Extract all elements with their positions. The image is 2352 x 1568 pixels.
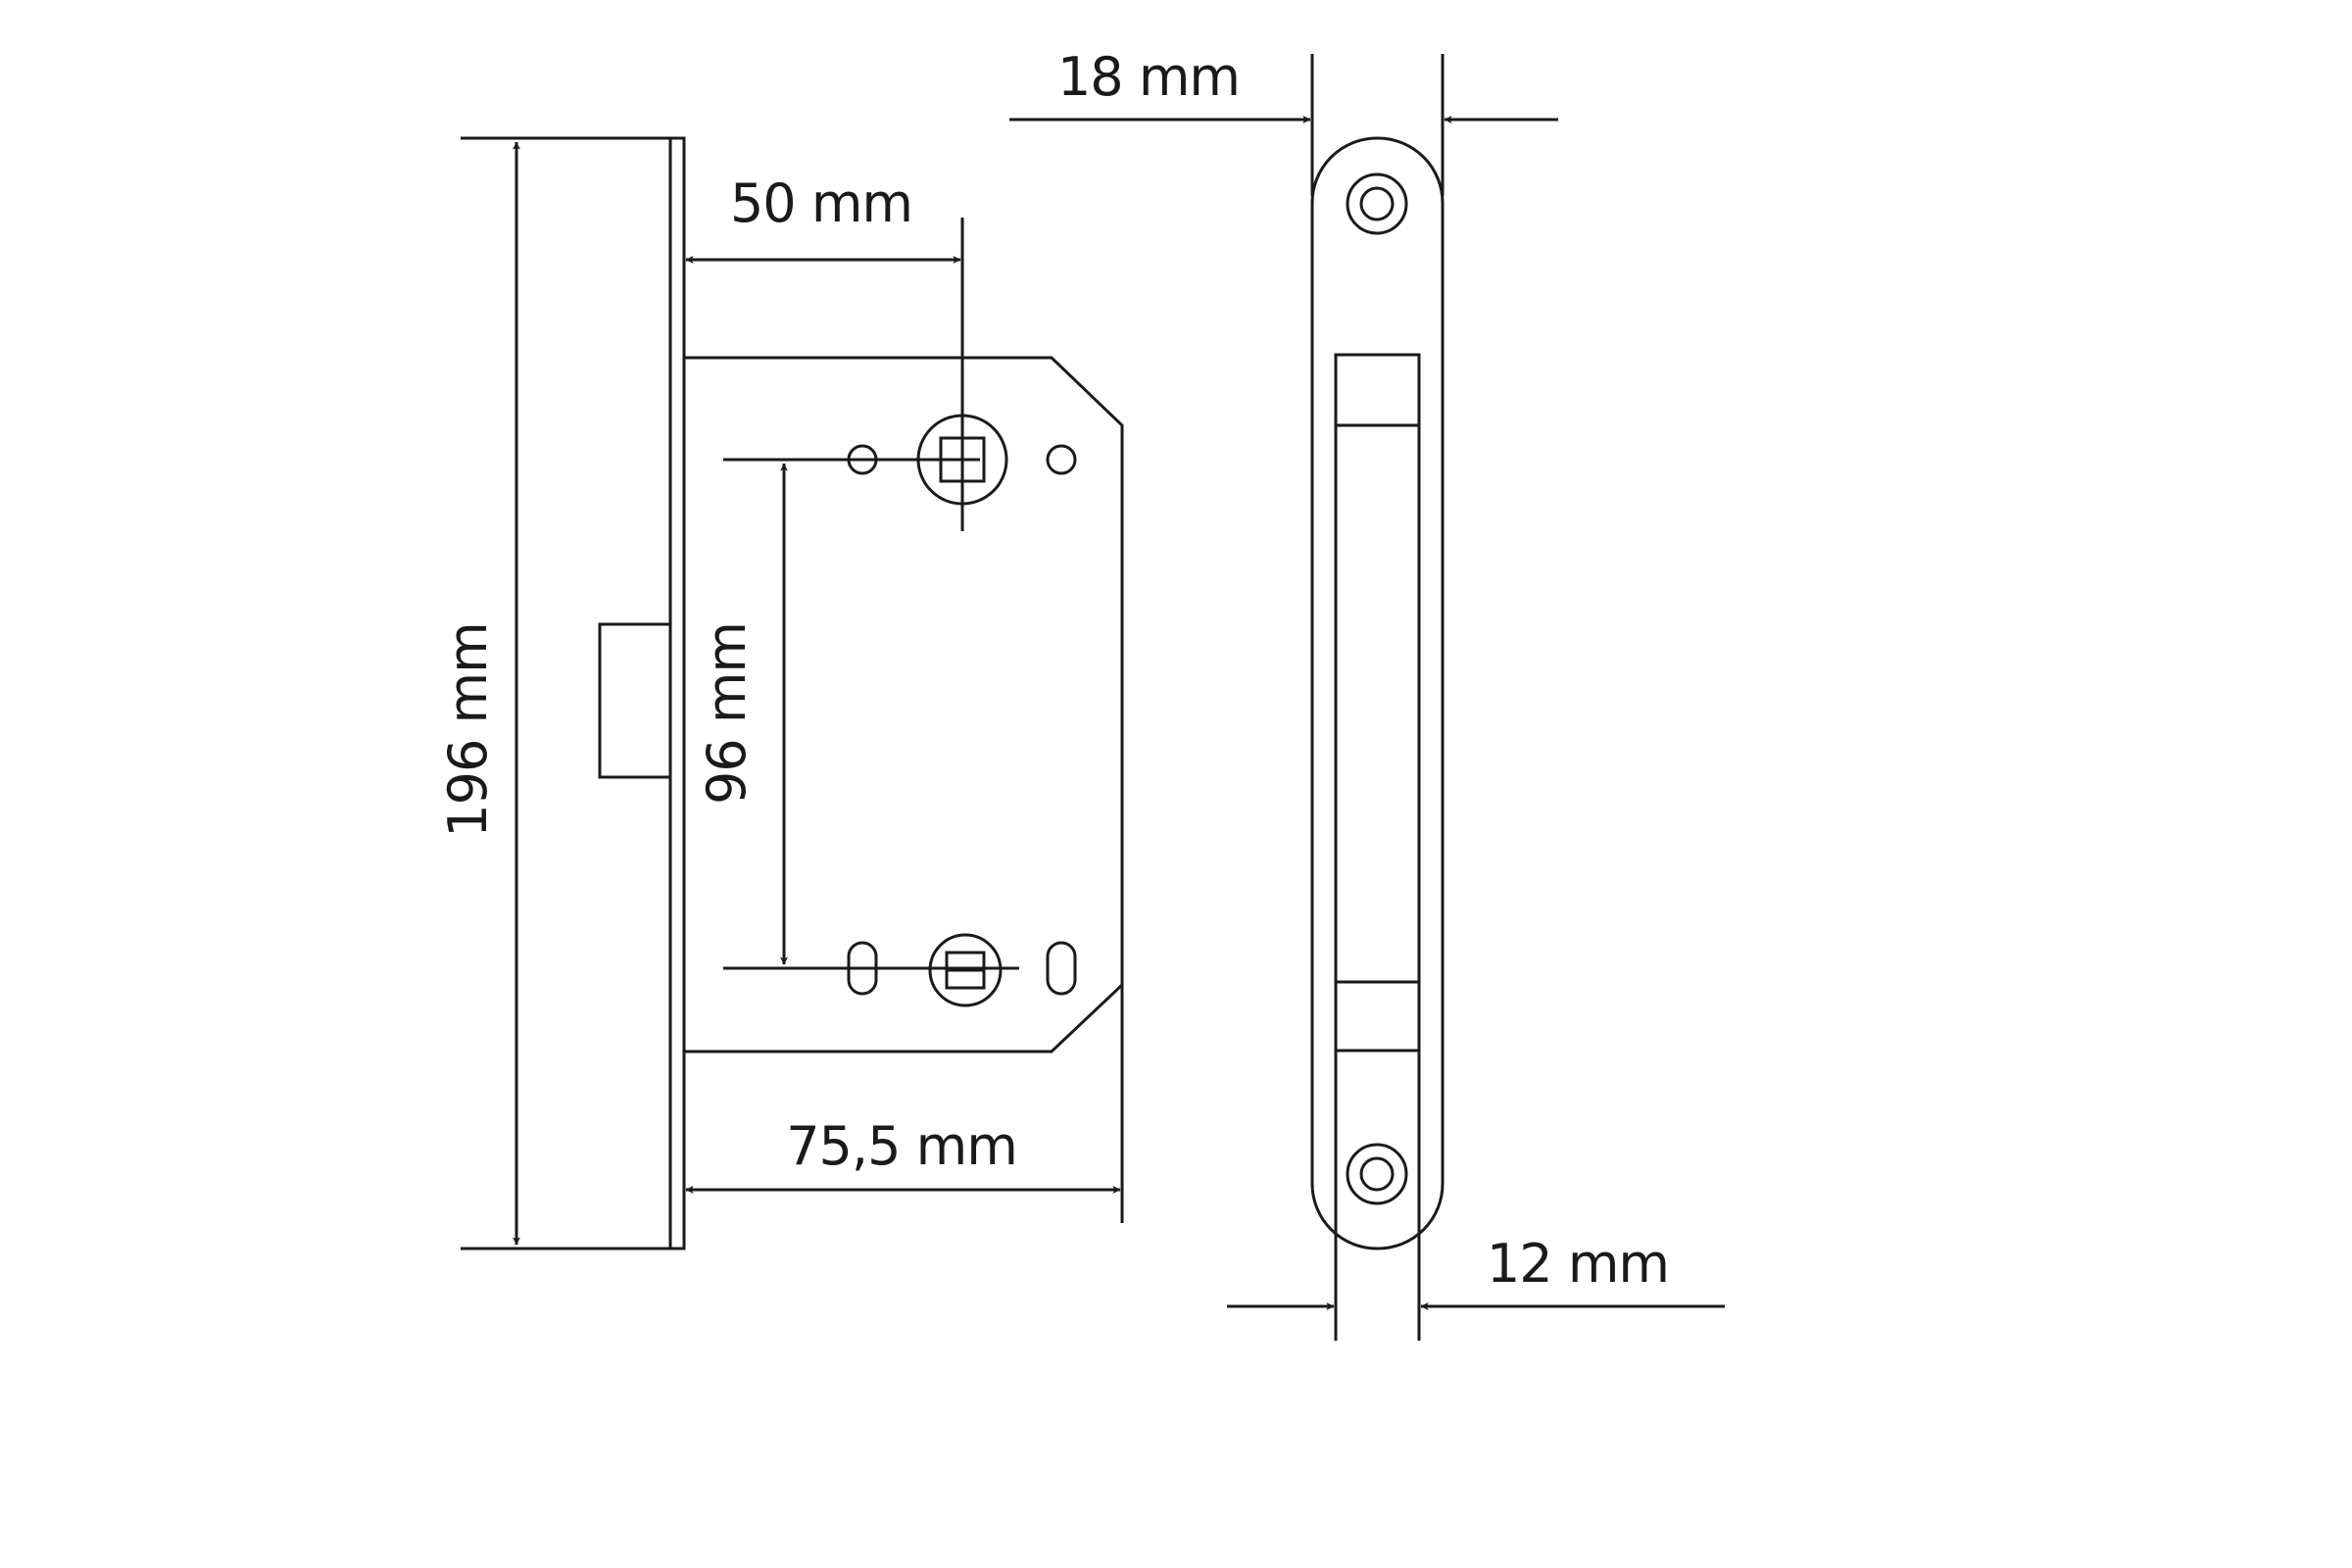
label-center-distance: 96 mm xyxy=(696,622,758,805)
lock-side-view xyxy=(598,136,1124,1250)
latch-bolt xyxy=(598,622,672,779)
faceplate-screw-bottom xyxy=(1346,1143,1408,1205)
label-faceplate-width: 18 mm xyxy=(1057,46,1240,108)
lock-case xyxy=(684,356,1124,1054)
screw-hole-upper-right xyxy=(1046,444,1077,475)
label-case-thickness: 12 mm xyxy=(1487,1233,1669,1295)
dimension-faceplate-width: 18 mm xyxy=(1009,46,1558,123)
dimension-backset: 50 mm xyxy=(685,172,964,531)
dimension-case-thickness: 12 mm xyxy=(1227,1233,1725,1310)
latch-opening xyxy=(1334,353,1421,1053)
label-height: 196 mm xyxy=(437,622,499,837)
slot-lower-right xyxy=(1046,941,1077,996)
faceplate-outline xyxy=(1310,136,1445,1250)
dimension-height: 196 mm xyxy=(437,136,670,1250)
faceplate-front-view xyxy=(1310,54,1445,1341)
dimension-center-distance: 96 mm xyxy=(696,458,1019,970)
turn-hub-lower xyxy=(928,933,1003,1007)
faceplate-front xyxy=(668,136,686,1250)
faceplate-screw-top xyxy=(1346,172,1408,235)
label-case-width: 75,5 mm xyxy=(786,1115,1017,1177)
dimension-case-width: 75,5 mm xyxy=(685,985,1124,1223)
label-backset: 50 mm xyxy=(730,172,912,234)
